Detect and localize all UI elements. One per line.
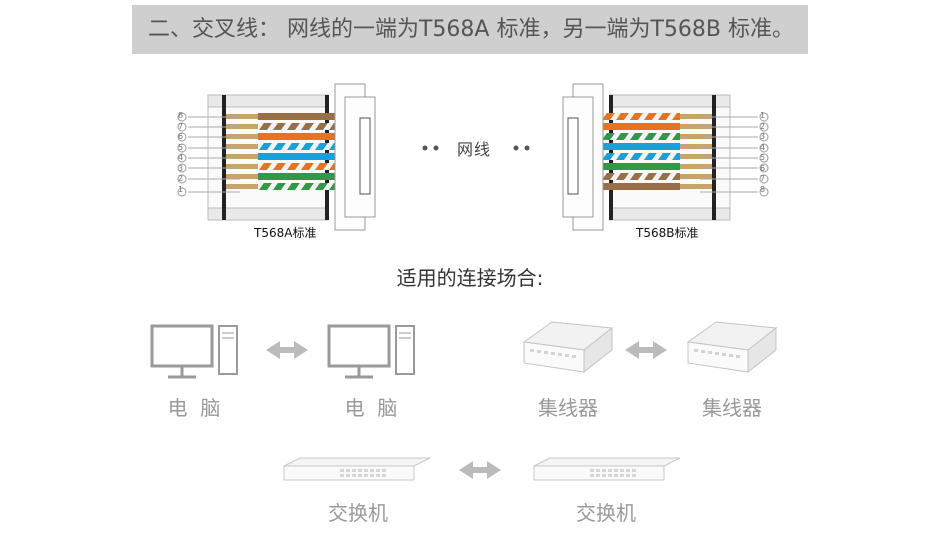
hub-icon-left: [522, 321, 614, 374]
header-title: 二、交叉线： 网线的一端为T568A 标准，另一端为T568B 标准。: [148, 17, 794, 42]
right-pin-numbers: 1 2 3 4 5 6 7 8: [760, 111, 765, 195]
pin-number: 2: [178, 174, 184, 183]
pin-number: 6: [760, 163, 766, 173]
right-pin-circles: [759, 112, 769, 197]
switch-right-label: 交换机: [576, 501, 636, 525]
pc-left-label: 电 脑: [167, 396, 221, 420]
pin-number: 2: [760, 121, 766, 131]
pin-number: 8: [760, 184, 766, 194]
pin-number: 3: [178, 163, 184, 173]
switch-icon-right: [533, 457, 681, 481]
pc-right-label: 电 脑: [344, 396, 398, 420]
cable-label: 网线: [457, 140, 492, 159]
header-banner: 二、交叉线： 网线的一端为T568A 标准，另一端为T568B 标准。: [132, 5, 808, 54]
pin-number: 6: [178, 132, 184, 141]
pin-number: 7: [178, 121, 184, 131]
bidirectional-arrow-3: [459, 461, 501, 479]
left-pin-numbers: 8 7 6 5 4 3 2 1: [178, 111, 183, 195]
pin-number: 7: [760, 174, 766, 183]
left-pin-leader-lines: [188, 116, 240, 193]
pin-number: 4: [760, 142, 766, 152]
scenarios-title: 适用的连接场合:: [396, 266, 544, 290]
t568b-label: T568B标准: [636, 226, 699, 240]
computer-icon-right: [327, 324, 415, 379]
hub-icon-right: [686, 321, 778, 374]
pin-number: 1: [178, 184, 184, 194]
pin-number: 1: [760, 111, 766, 120]
t568a-label: T568A标准: [254, 226, 317, 240]
switch-icon-left: [283, 457, 431, 481]
hub-right-label: 集线器: [702, 396, 762, 420]
left-pin-circles: [177, 112, 187, 197]
bidirectional-arrow-1: [266, 341, 308, 359]
pin-number: 5: [178, 142, 184, 152]
hub-left-label: 集线器: [538, 396, 598, 420]
pin-number: 4: [178, 153, 184, 162]
right-rj45-connector: [562, 83, 731, 231]
bidirectional-arrow-2: [625, 341, 667, 359]
right-pin-leader-lines: [700, 116, 758, 193]
ellipsis-dots: [422, 145, 530, 151]
left-rj45-connector: [207, 83, 376, 231]
pin-number: 3: [760, 132, 766, 141]
computer-icon-left: [150, 324, 238, 379]
pin-number: 5: [760, 153, 766, 162]
pin-number: 8: [178, 111, 184, 120]
switch-left-label: 交换机: [328, 501, 388, 525]
